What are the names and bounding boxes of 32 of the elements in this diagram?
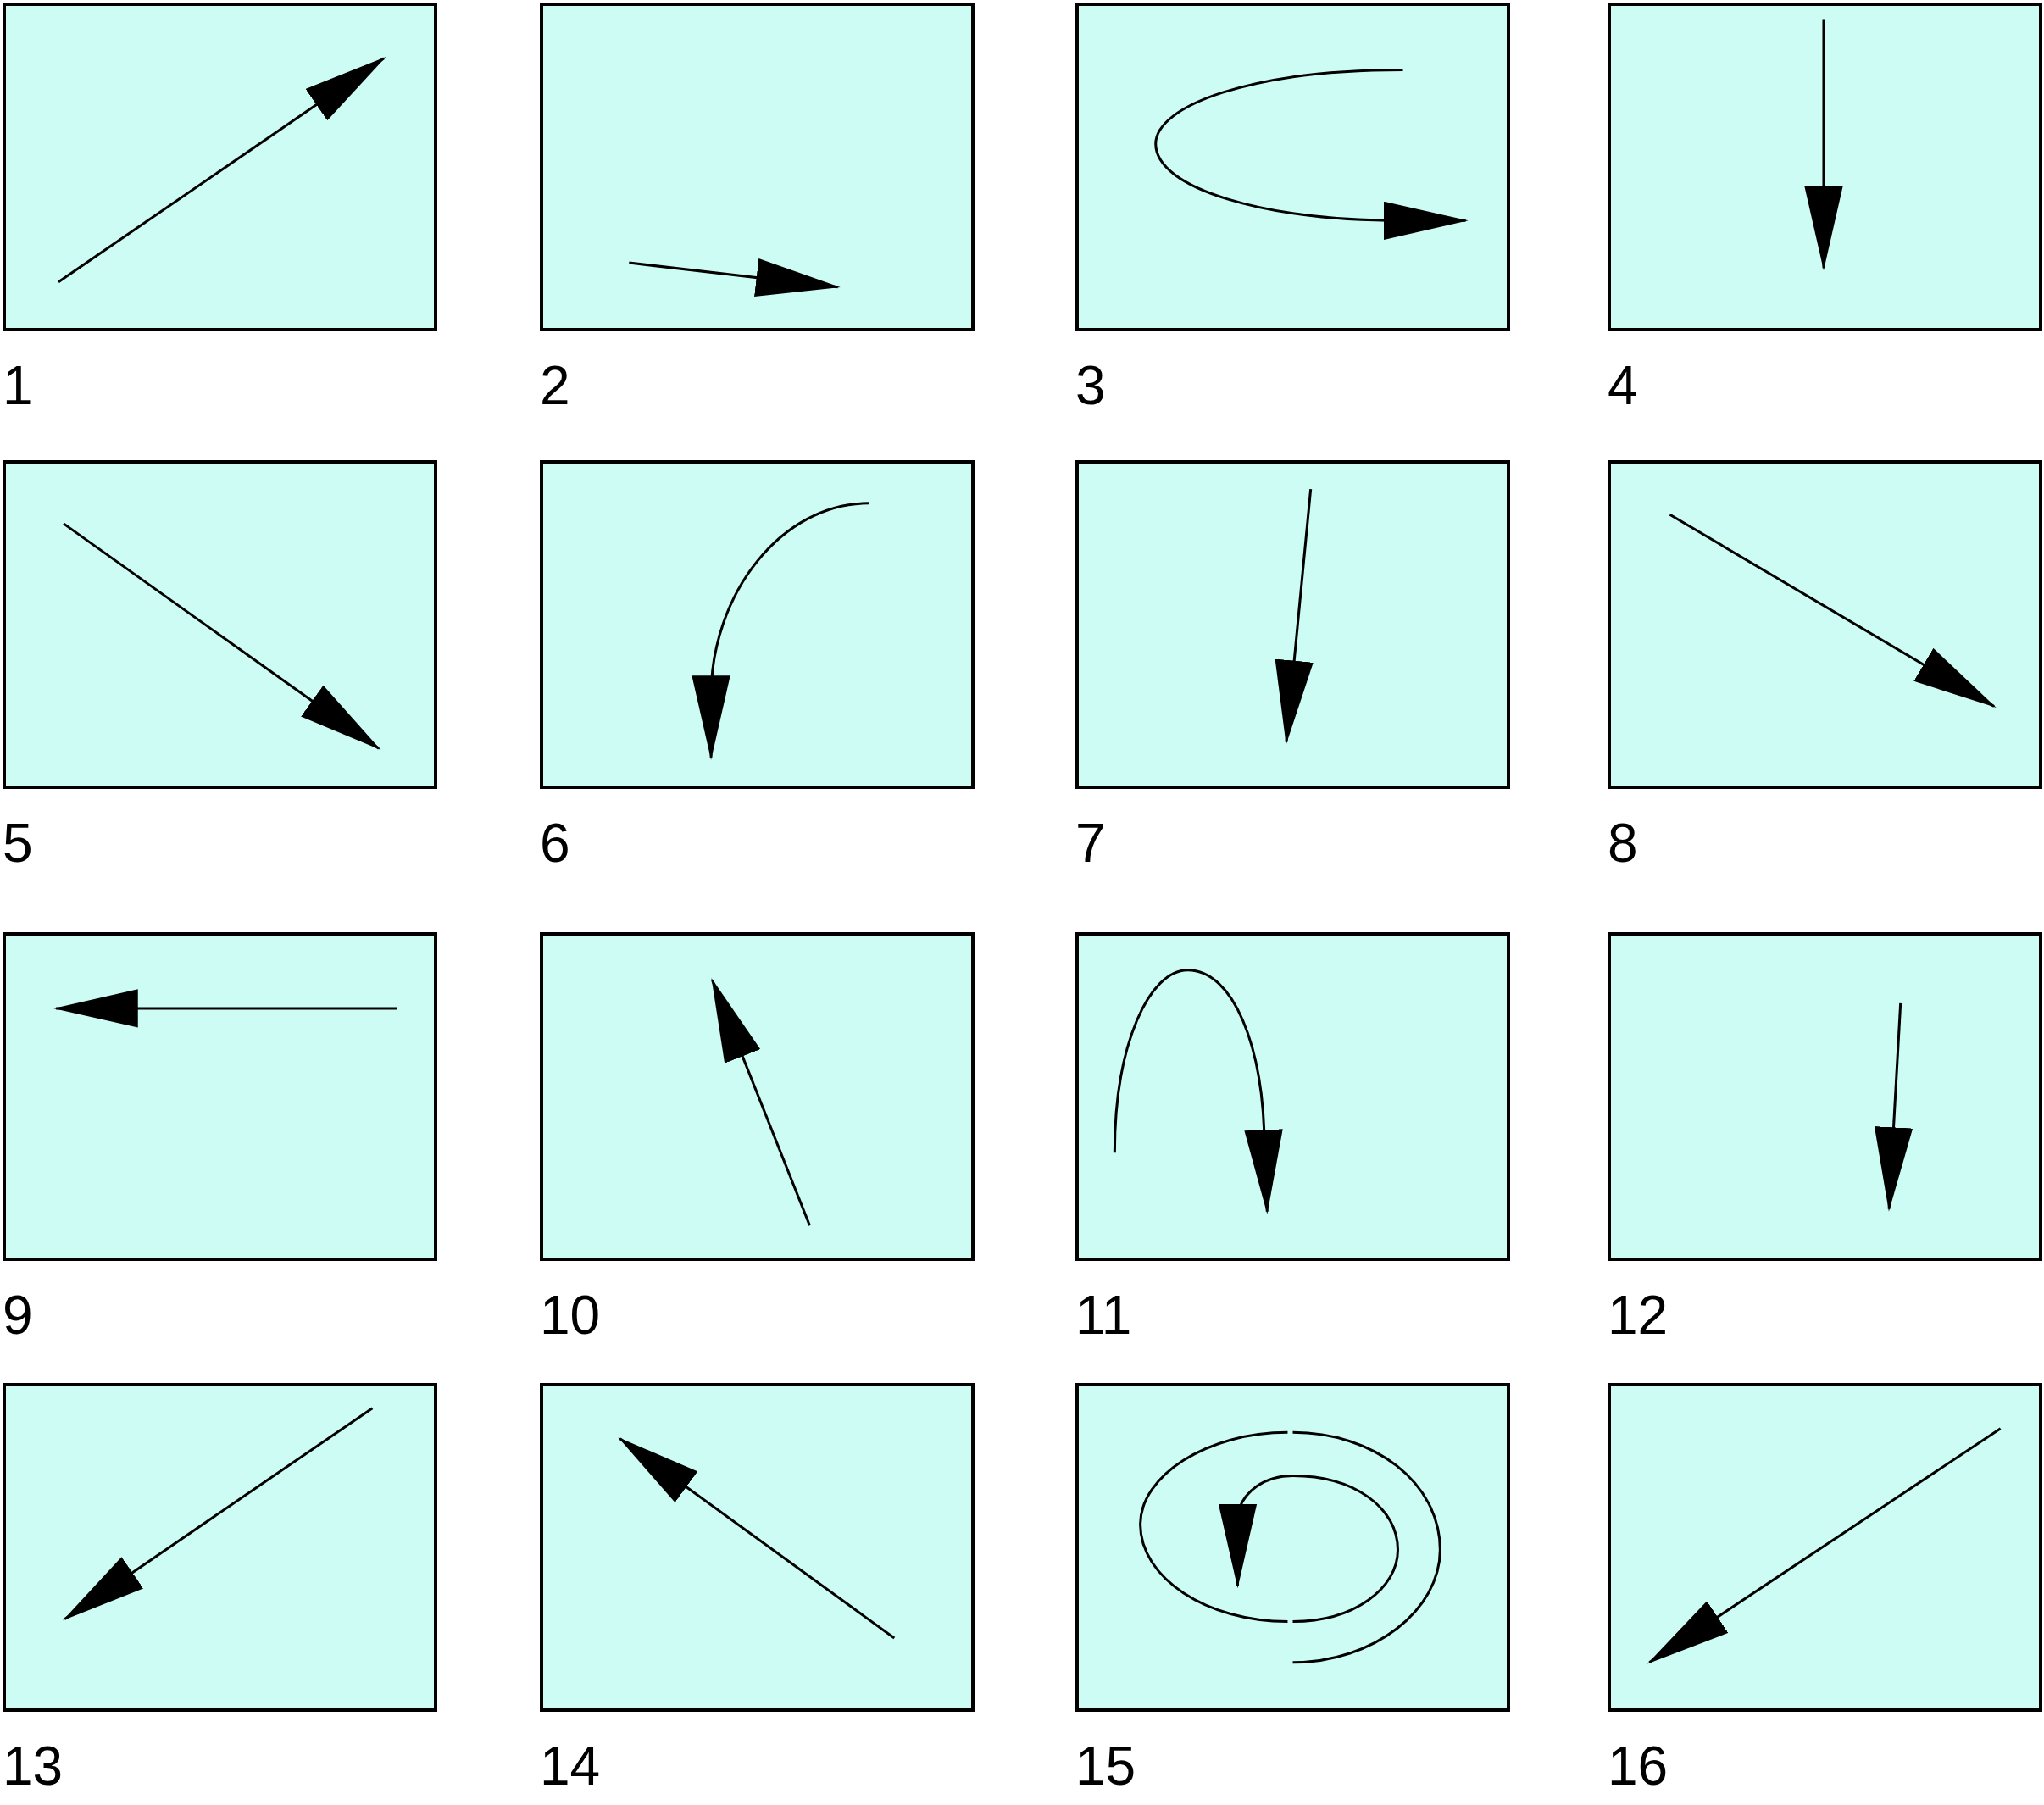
panel-frame: [3, 1383, 437, 1712]
panel-number: 8: [1608, 816, 1638, 870]
panel-number: 14: [540, 1739, 601, 1793]
panel-number: 4: [1608, 358, 1638, 413]
panel-frame: [1075, 932, 1510, 1261]
panel-number: 11: [1075, 1288, 1132, 1342]
panel-number: 10: [540, 1288, 601, 1342]
panel-number: 15: [1075, 1739, 1136, 1793]
panel-frame: [3, 3, 437, 331]
panel-number: 12: [1608, 1288, 1669, 1342]
panel-frame: [1075, 460, 1510, 789]
panel-number: 3: [1075, 358, 1106, 413]
panel-number: 2: [540, 358, 570, 413]
panel-frame: [540, 3, 975, 331]
panel-number: 9: [3, 1288, 33, 1342]
panel-number: 6: [540, 816, 570, 870]
panel-frame: [1608, 932, 2042, 1261]
panel-number: 13: [3, 1739, 64, 1793]
panel-frame: [540, 460, 975, 789]
panel-frame: [3, 932, 437, 1261]
panel-frame: [1075, 3, 1510, 331]
panel-number: 1: [3, 358, 33, 413]
panel-frame: [1608, 460, 2042, 789]
panel-frame: [3, 460, 437, 789]
panel-frame: [1075, 1383, 1510, 1712]
panel-number: 7: [1075, 816, 1106, 870]
panel-frame: [1608, 1383, 2042, 1712]
panel-number: 5: [3, 816, 33, 870]
panel-frame: [1608, 3, 2042, 331]
panel-number: 16: [1608, 1739, 1669, 1793]
panel-frame: [540, 932, 975, 1261]
panel-frame: [540, 1383, 975, 1712]
